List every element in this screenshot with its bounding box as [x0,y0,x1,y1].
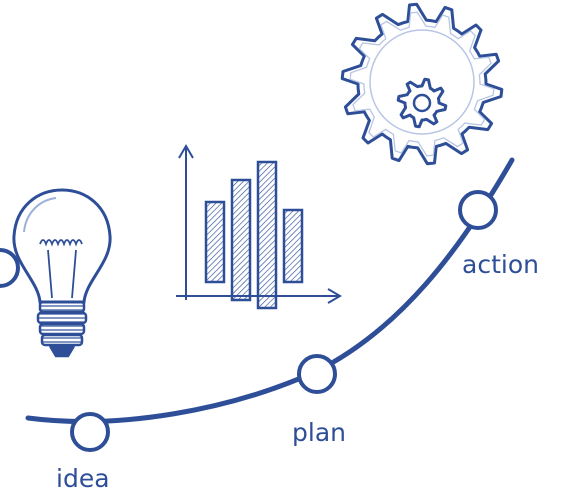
milestone-label-plan: plan [292,418,346,447]
milestone-node-plan [297,354,337,394]
milestone-label-action: action [462,250,539,279]
milestone-node-idea [70,412,110,452]
lightbulb-icon [12,188,112,358]
milestone-node-action [458,190,498,230]
small-gear-hub [412,93,432,113]
edge-circle-fragment [0,248,20,288]
bar-chart-icon [176,144,342,310]
gear-inner-ring [369,29,475,135]
milestone-label-idea: idea [56,464,110,493]
